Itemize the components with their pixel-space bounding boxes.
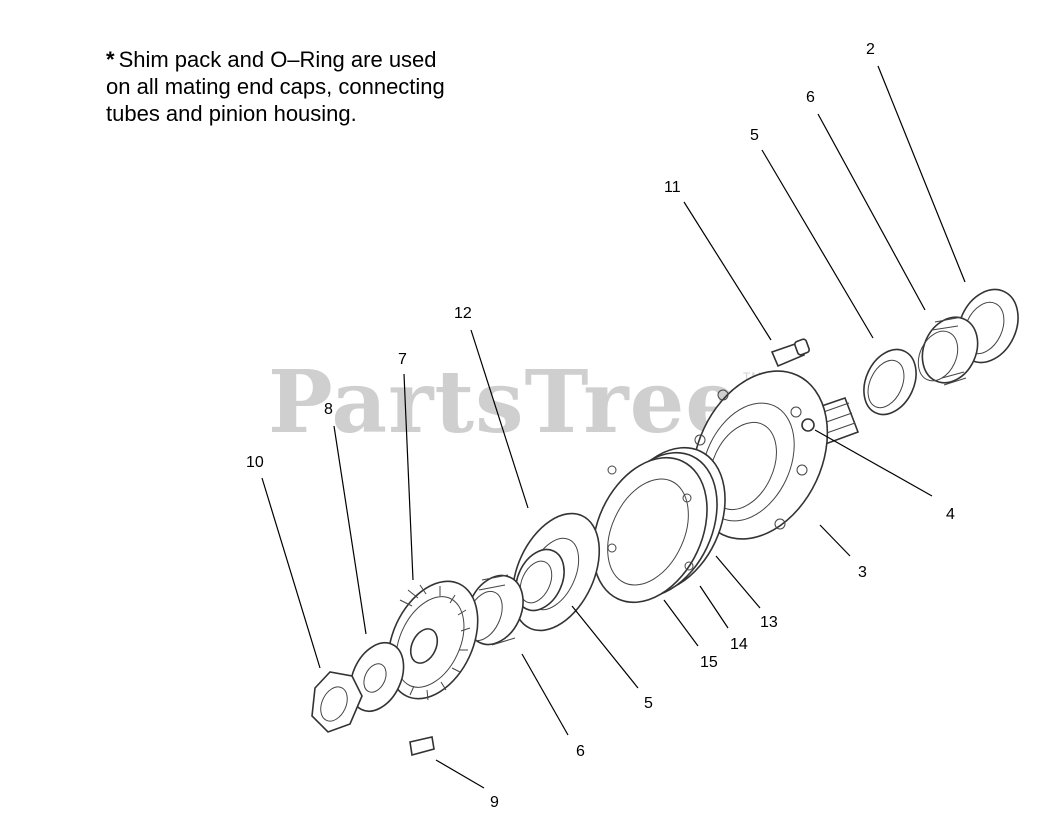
- callout-11: 11: [664, 179, 681, 196]
- part-shim-pack-13-14-15: [592, 446, 726, 604]
- callout-5-lower: 5: [644, 695, 653, 712]
- callout-14: 14: [730, 636, 748, 653]
- callout-6-lower: 6: [576, 743, 585, 760]
- callout-2: 2: [866, 41, 875, 58]
- part-hex-nut-10: [311, 671, 363, 733]
- callout-10: 10: [246, 454, 264, 471]
- note-line-3: tubes and pinion housing.: [106, 101, 357, 126]
- part-fitting-11: [770, 338, 810, 368]
- callout-8: 8: [324, 401, 333, 418]
- callout-9: 9: [490, 794, 499, 811]
- callout-4: 4: [946, 506, 955, 523]
- part-washer-8: [349, 642, 405, 712]
- parts-note: *Shim pack and O–Ring are used on all ma…: [106, 46, 445, 127]
- part-roller-bearing-6-upper: [917, 316, 979, 386]
- leader-lines: [261, 65, 966, 789]
- callout-5-upper: 5: [750, 127, 759, 144]
- callout-15: 15: [700, 654, 718, 671]
- part-bevel-gear-7: [387, 580, 479, 701]
- note-line-1-text: Shim pack and O–Ring are used: [118, 47, 437, 72]
- callout-12: 12: [454, 305, 472, 322]
- part-bearing-cup-5-upper: [863, 348, 917, 416]
- note-line-1: *Shim pack and O–Ring are used: [106, 46, 445, 73]
- callout-13: 13: [760, 614, 778, 631]
- note-line-2: on all mating end caps, connecting: [106, 74, 445, 99]
- callout-3: 3: [858, 564, 867, 581]
- callout-7: 7: [398, 351, 407, 368]
- part-bearing-cup-5-lower: [515, 548, 565, 612]
- note-asterisk: *: [106, 47, 115, 72]
- watermark-text: PartsTree: [268, 352, 742, 453]
- callout-6-upper: 6: [806, 89, 815, 106]
- part-key-9: [409, 736, 435, 757]
- callout-numbers: 2 6 5 11 12 7 8 10 4 3 13 14 15 5 6 9: [246, 41, 955, 811]
